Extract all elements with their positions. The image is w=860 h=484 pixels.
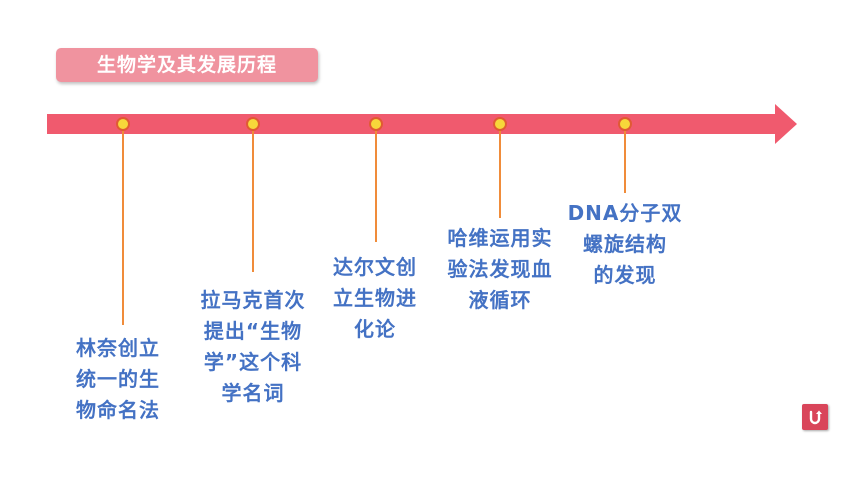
event-dot-harvey [493,117,507,131]
event-dot-dna [618,117,632,131]
return-arrow-icon [809,410,822,425]
event-line: 立生物进 [333,286,417,310]
back-button[interactable] [802,404,828,430]
event-line: 林奈创立 [76,336,160,360]
event-line: 提出“生物 [203,319,303,343]
timeline-arrowhead [775,104,797,144]
event-stem-linnaeus [122,130,124,325]
event-harvey: 哈维运用实 验法发现血 液循环 [432,223,568,316]
event-line: 达尔文创 [333,255,417,279]
event-line: 学名词 [221,381,285,405]
event-line: 验法发现血 [447,257,553,281]
event-line: 液循环 [468,288,532,312]
event-stem-harvey [499,130,501,218]
event-line: 化论 [354,317,396,341]
event-dot-darwin [369,117,383,131]
event-linnaeus: 林奈创立 统一的生 物命名法 [58,333,178,426]
event-stem-dna [624,130,626,193]
event-line: 统一的生 [76,367,160,391]
event-line: 拉马克首次 [200,288,306,312]
event-lamarck: 拉马克首次 提出“生物 学”这个科 学名词 [185,285,321,409]
event-dna: DNA分子双 螺旋结构 的发现 [560,198,690,291]
event-line: 的发现 [593,263,657,287]
event-line: 物命名法 [76,398,160,422]
event-stem-lamarck [252,130,254,272]
event-dot-linnaeus [116,117,130,131]
timeline-bar [47,114,775,134]
event-line: 哈维运用实 [447,226,553,250]
event-darwin: 达尔文创 立生物进 化论 [315,252,435,345]
section-title: 生物学及其发展历程 [56,48,318,82]
event-line: 学”这个科 [203,350,303,374]
event-line: 螺旋结构 [583,232,667,256]
event-stem-darwin [375,130,377,242]
event-line: DNA分子双 [567,201,683,225]
event-dot-lamarck [246,117,260,131]
